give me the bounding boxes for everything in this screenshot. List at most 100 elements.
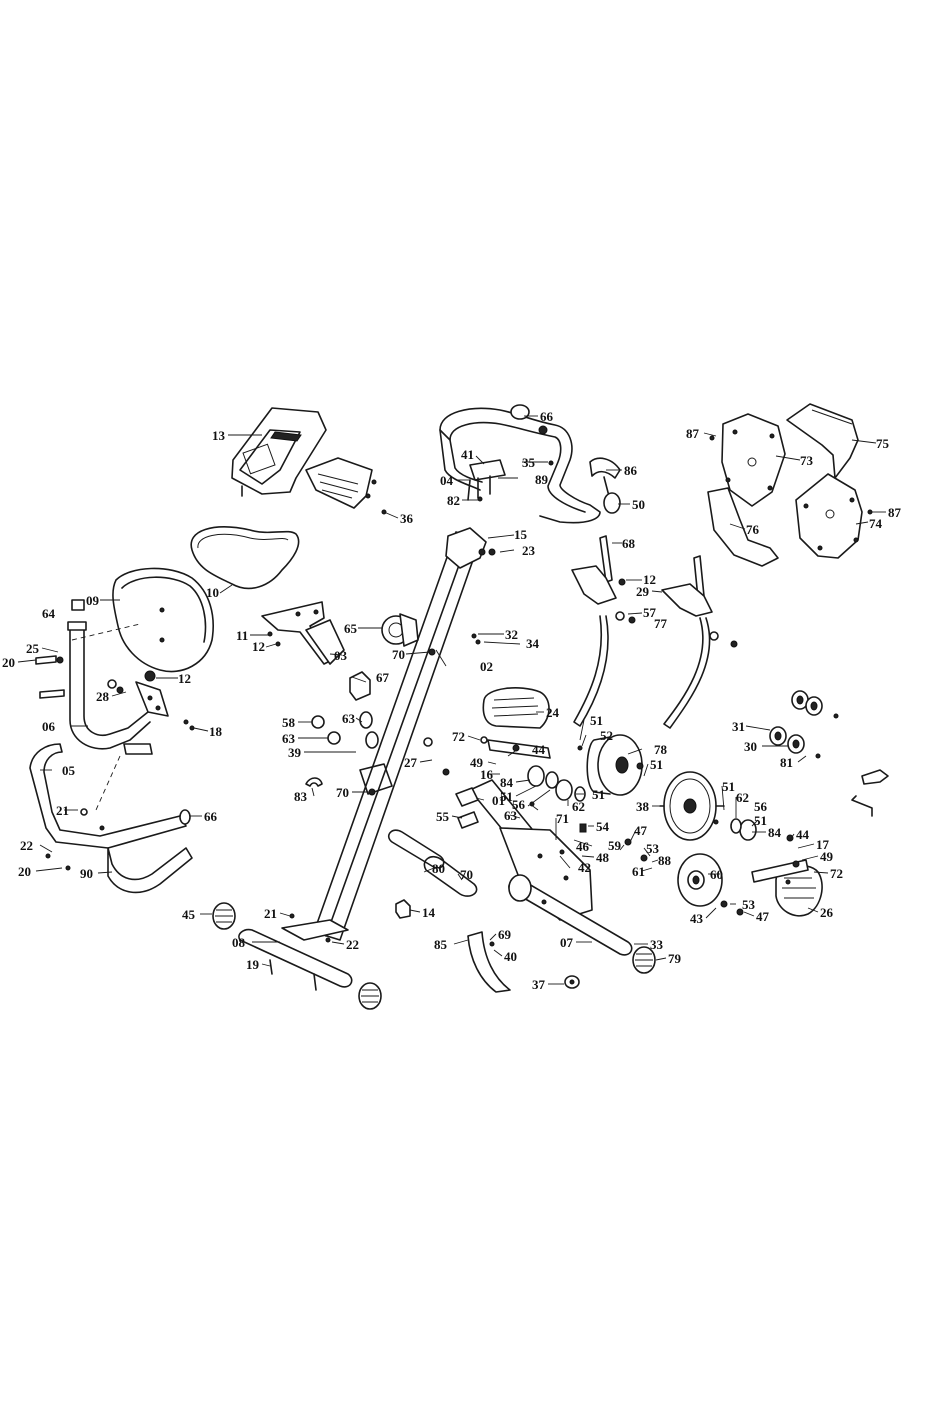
part-bearing-set-right xyxy=(769,690,839,759)
callout-20: 20 xyxy=(18,864,31,879)
part-block-67 xyxy=(349,671,371,701)
callout-38: 38 xyxy=(636,799,650,814)
callout-50: 50 xyxy=(632,497,645,512)
part-small-hardware xyxy=(35,435,873,991)
part-wheel-discs-left xyxy=(527,765,757,841)
callout-51: 51 xyxy=(754,813,767,828)
callout-77: 77 xyxy=(654,616,668,631)
callout-12: 12 xyxy=(178,671,191,686)
callout-37: 37 xyxy=(532,977,546,992)
callout-84: 84 xyxy=(500,775,514,790)
callout-63: 63 xyxy=(342,711,356,726)
callout-72: 72 xyxy=(830,866,843,881)
callout-67: 67 xyxy=(376,670,390,685)
callout-33: 33 xyxy=(650,937,664,952)
part-pedal-left xyxy=(482,687,550,729)
callout-68: 68 xyxy=(622,536,636,551)
callout-70: 70 xyxy=(392,647,405,662)
part-tension-knob xyxy=(381,613,419,647)
callout-18: 18 xyxy=(209,724,223,739)
callout-36: 36 xyxy=(400,511,414,526)
callout-90: 90 xyxy=(80,866,93,881)
callout-20: 20 xyxy=(2,655,15,670)
part-disc-60 xyxy=(677,853,723,907)
callout-22: 22 xyxy=(20,838,33,853)
part-bracket-55 xyxy=(455,787,479,829)
callout-65: 65 xyxy=(344,621,358,636)
callout-26: 26 xyxy=(820,905,834,920)
callout-85: 85 xyxy=(434,937,448,952)
callout-57: 57 xyxy=(643,605,657,620)
callout-19: 19 xyxy=(246,957,260,972)
callout-51: 51 xyxy=(500,789,513,804)
callout-76: 76 xyxy=(746,522,760,537)
callout-04: 04 xyxy=(440,473,454,488)
callout-89: 89 xyxy=(535,472,549,487)
callout-42: 42 xyxy=(578,860,591,875)
callout-40: 40 xyxy=(504,949,517,964)
callout-60: 60 xyxy=(710,867,723,882)
callout-35: 35 xyxy=(522,455,536,470)
callout-51: 51 xyxy=(590,713,603,728)
callout-70: 70 xyxy=(460,867,473,882)
part-console xyxy=(231,407,327,497)
callout-51: 51 xyxy=(722,779,735,794)
part-side-shroud-lower xyxy=(707,487,779,567)
callout-06: 06 xyxy=(42,719,56,734)
callout-41: 41 xyxy=(461,447,474,462)
callout-87: 87 xyxy=(888,505,902,520)
callout-45: 45 xyxy=(182,907,196,922)
callout-48: 48 xyxy=(596,850,610,865)
callout-69: 69 xyxy=(498,927,512,942)
callout-58: 58 xyxy=(282,715,296,730)
callout-84: 84 xyxy=(768,825,782,840)
part-adjust-rod-right xyxy=(661,555,738,729)
callout-02: 02 xyxy=(480,659,493,674)
callout-70: 70 xyxy=(336,785,349,800)
callout-59: 59 xyxy=(608,838,622,853)
callout-09: 09 xyxy=(86,593,100,608)
callout-14: 14 xyxy=(422,905,436,920)
callout-32: 32 xyxy=(505,627,518,642)
callout-03: 03 xyxy=(334,648,348,663)
callout-86: 86 xyxy=(624,463,638,478)
callout-53: 53 xyxy=(742,897,756,912)
callout-81: 81 xyxy=(780,755,793,770)
callout-43: 43 xyxy=(690,911,704,926)
part-side-shroud-upper xyxy=(786,403,859,479)
callout-78: 78 xyxy=(654,742,668,757)
part-clip-83 xyxy=(305,777,323,787)
callout-05: 05 xyxy=(62,763,76,778)
callout-62: 62 xyxy=(572,799,585,814)
callout-21: 21 xyxy=(56,803,69,818)
callout-39: 39 xyxy=(288,745,302,760)
leader-lines xyxy=(17,415,886,985)
callout-22: 22 xyxy=(346,937,359,952)
part-handlebar xyxy=(439,404,621,524)
part-spacers-left xyxy=(311,711,379,749)
callout-51: 51 xyxy=(650,757,663,772)
part-seat-bracket xyxy=(261,601,345,665)
callout-66: 66 xyxy=(204,809,218,824)
part-adjust-rod-left xyxy=(571,535,636,727)
callout-15: 15 xyxy=(514,527,528,542)
callout-72: 72 xyxy=(452,729,465,744)
part-seat xyxy=(190,526,300,590)
callout-52: 52 xyxy=(600,728,613,743)
callout-30: 30 xyxy=(744,739,757,754)
callout-25: 25 xyxy=(26,641,40,656)
callout-73: 73 xyxy=(800,453,814,468)
callout-08: 08 xyxy=(232,935,246,950)
callout-10: 10 xyxy=(206,585,219,600)
part-side-cover-lower xyxy=(795,473,863,559)
part-front-stabilizer xyxy=(212,902,382,1010)
part-console-bracket xyxy=(305,457,387,515)
callout-82: 82 xyxy=(447,493,460,508)
callout-51: 51 xyxy=(592,787,605,802)
part-nut-37 xyxy=(564,975,580,989)
callout-12: 12 xyxy=(643,572,656,587)
callout-61: 61 xyxy=(632,864,645,879)
callout-55: 55 xyxy=(436,809,450,824)
part-seat-frame xyxy=(67,621,169,755)
